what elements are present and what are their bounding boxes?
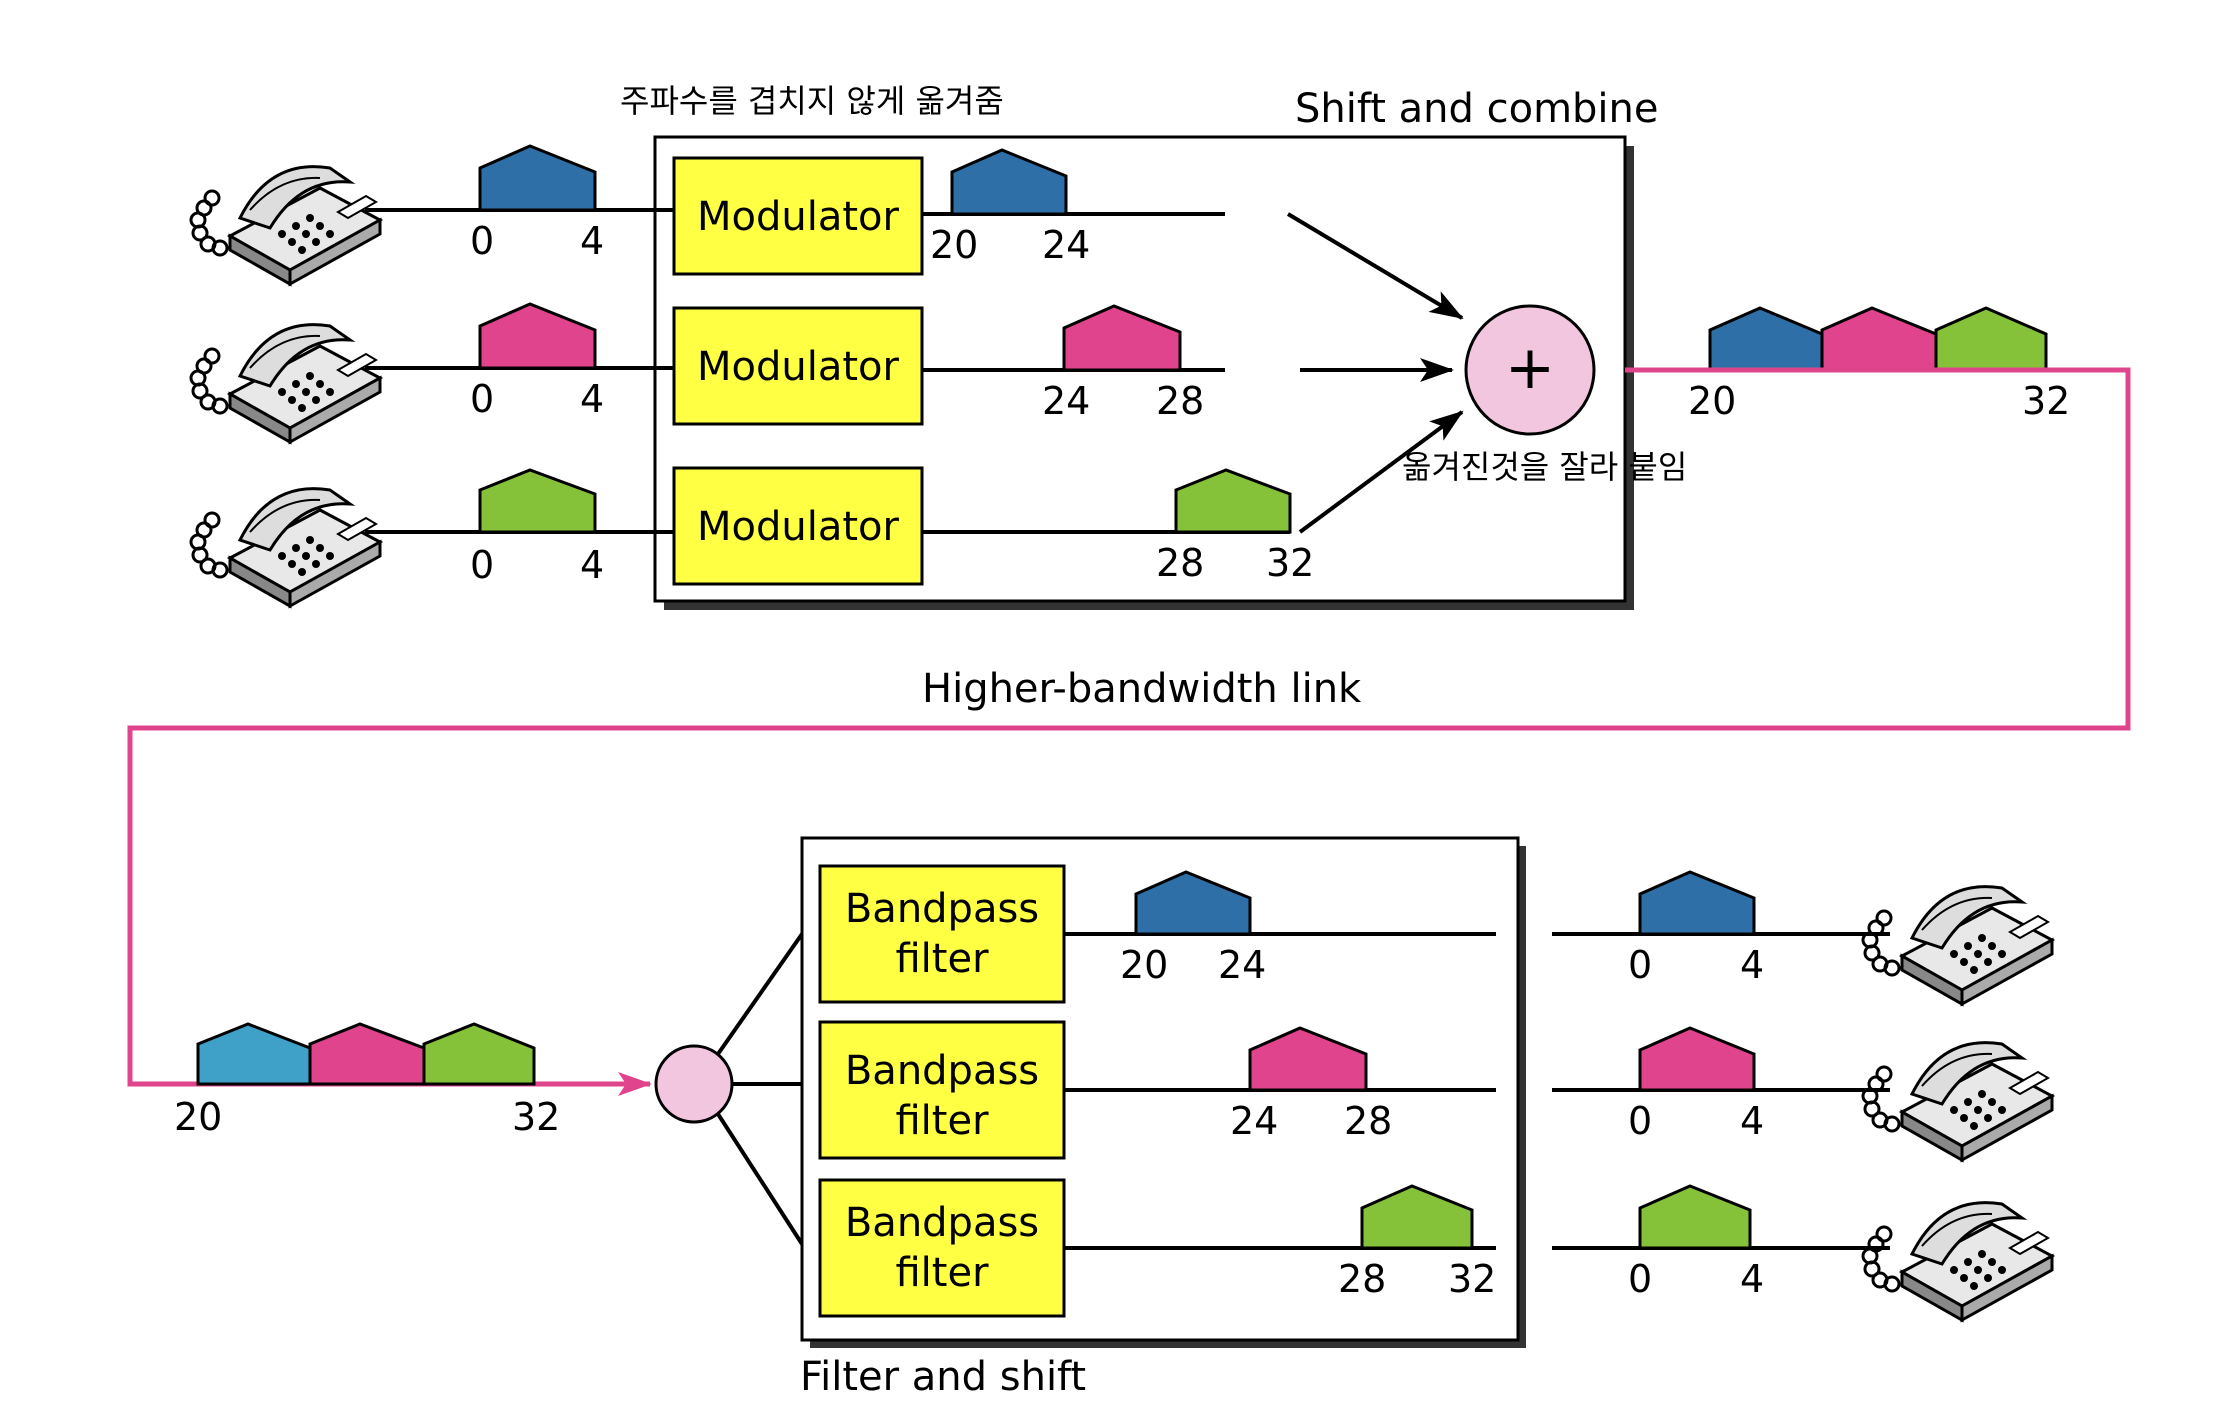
freq-label: 20 bbox=[1688, 379, 1736, 423]
combine-arrow bbox=[1298, 410, 1464, 534]
filter-label: Bandpass bbox=[845, 1200, 1039, 1246]
output-spectrum-green bbox=[1638, 1184, 1752, 1250]
freq-label: 32 bbox=[512, 1095, 560, 1139]
freq-label: 0 bbox=[1628, 1099, 1652, 1143]
filter-label: Bandpass bbox=[845, 886, 1039, 932]
received-spectrum-blue bbox=[196, 1022, 312, 1086]
combined-spectrum-blue bbox=[1708, 306, 1824, 372]
higher-bandwidth-link-label: Higher-bandwidth link bbox=[922, 666, 1362, 712]
modulator-box bbox=[672, 466, 924, 586]
freq-label: 32 bbox=[1266, 541, 1314, 585]
korean-annotation-top: 주파수를 겹치지 않게 옮겨줌 bbox=[620, 82, 1004, 120]
modulator-label: Modulator bbox=[697, 344, 900, 390]
combined-spectrum-pink bbox=[1820, 306, 1938, 372]
freq-label: 28 bbox=[1156, 541, 1204, 585]
telephone-icon bbox=[1861, 1201, 2054, 1322]
freq-label: 0 bbox=[470, 377, 494, 421]
freq-label: 28 bbox=[1344, 1099, 1392, 1143]
filter-label: filter bbox=[895, 1098, 989, 1144]
telephone-icon bbox=[189, 323, 382, 444]
shifted-spectrum-blue bbox=[950, 148, 1068, 216]
spectrum-green bbox=[478, 468, 597, 534]
telephone-icon bbox=[189, 487, 382, 608]
filtered-spectrum-green bbox=[1360, 1184, 1474, 1250]
shifted-spectrum-green bbox=[1174, 468, 1292, 534]
freq-label: 0 bbox=[1628, 1257, 1652, 1301]
freq-label: 4 bbox=[580, 219, 604, 263]
freq-label: 4 bbox=[580, 543, 604, 587]
freq-label: 28 bbox=[1156, 379, 1204, 423]
output-spectrum-pink bbox=[1638, 1026, 1756, 1092]
filtered-spectrum-blue bbox=[1134, 870, 1252, 936]
combine-arrow bbox=[1286, 212, 1464, 320]
freq-label: 24 bbox=[1230, 1099, 1278, 1143]
shift-combine-title: Shift and combine bbox=[1295, 86, 1659, 132]
split-line bbox=[716, 1112, 804, 1246]
combiner-node bbox=[1464, 304, 1596, 436]
modulator-label: Modulator bbox=[697, 194, 900, 240]
filter-label: filter bbox=[895, 936, 989, 982]
freq-label: 4 bbox=[1740, 943, 1764, 987]
freq-label: 20 bbox=[174, 1095, 222, 1139]
freq-label: 0 bbox=[470, 543, 494, 587]
freq-label: 24 bbox=[1218, 943, 1266, 987]
filtered-spectrum-pink bbox=[1248, 1026, 1368, 1092]
filter-label: filter bbox=[895, 1250, 989, 1296]
split-line bbox=[716, 932, 804, 1056]
spectrum-pink bbox=[478, 302, 597, 370]
freq-label: 4 bbox=[1740, 1257, 1764, 1301]
filter-shift-title: Filter and shift bbox=[800, 1354, 1086, 1400]
freq-label: 4 bbox=[580, 377, 604, 421]
received-spectrum-pink bbox=[308, 1022, 426, 1086]
freq-label: 28 bbox=[1338, 1257, 1386, 1301]
telephone-icon bbox=[1861, 885, 2054, 1006]
shifted-spectrum-pink bbox=[1062, 304, 1182, 372]
freq-label: 32 bbox=[2022, 379, 2070, 423]
freq-label: 0 bbox=[470, 219, 494, 263]
freq-label: 0 bbox=[1628, 943, 1652, 987]
modulator-box bbox=[672, 306, 924, 426]
telephone-icon bbox=[189, 165, 382, 286]
freq-label: 24 bbox=[1042, 379, 1090, 423]
bandpass-filter-box bbox=[818, 1178, 1066, 1318]
bandpass-filter-box bbox=[818, 1020, 1066, 1160]
spectrum-blue bbox=[478, 144, 597, 212]
korean-label-top: 주파수를 겹치지 않게 옮겨줌 bbox=[620, 82, 1004, 120]
korean-label-mid: 옮겨진것을 잘라 붙임 bbox=[1402, 448, 1687, 486]
combined-spectrum-green bbox=[1934, 306, 2048, 372]
freq-label: 20 bbox=[930, 223, 978, 267]
freq-label: 32 bbox=[1448, 1257, 1496, 1301]
freq-label: 4 bbox=[1740, 1099, 1764, 1143]
plus-icon: + bbox=[1505, 333, 1555, 403]
freq-label: 20 bbox=[1120, 943, 1168, 987]
filter-label: Bandpass bbox=[845, 1048, 1039, 1094]
bandpass-filter-box bbox=[818, 864, 1066, 1004]
received-spectrum-green bbox=[422, 1022, 536, 1086]
freq-label: 24 bbox=[1042, 223, 1090, 267]
output-spectrum-blue bbox=[1638, 870, 1756, 936]
telephone-icon bbox=[1861, 1041, 2054, 1162]
modulator-label: Modulator bbox=[697, 504, 900, 550]
splitter-node bbox=[654, 1044, 734, 1124]
